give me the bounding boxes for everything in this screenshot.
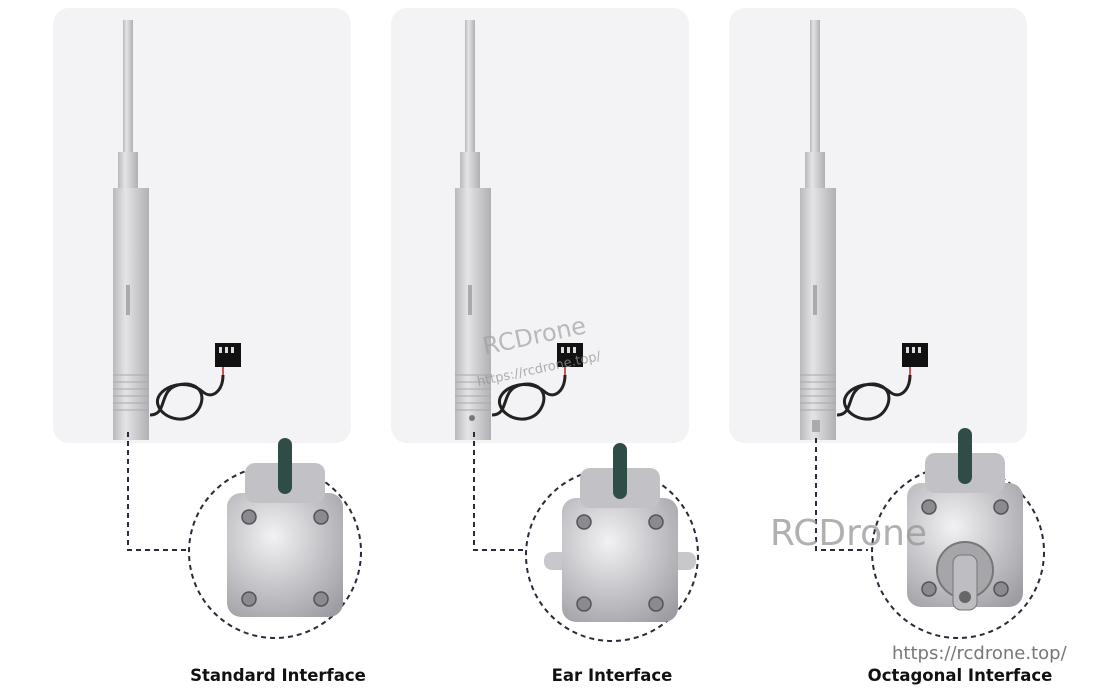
product-panel-standard (53, 8, 351, 443)
actuator-octagonal (798, 18, 930, 442)
label-ear-interface: Ear Interface (551, 666, 673, 685)
label-octagonal-interface: Octagonal Interface (867, 666, 1053, 685)
watermark-url-corner: https://rcdrone.top/ (892, 643, 1067, 664)
label-standard-interface: Standard Interface (190, 666, 366, 685)
octagonal-end-closeup (907, 435, 1023, 610)
ear-end-closeup (544, 450, 696, 622)
product-panel-ear (391, 8, 689, 443)
product-panel-octagonal (729, 8, 1027, 443)
actuator-standard (111, 18, 243, 442)
callout-connectors (127, 432, 1045, 642)
watermark-brand-large: RCDrone (770, 513, 928, 554)
